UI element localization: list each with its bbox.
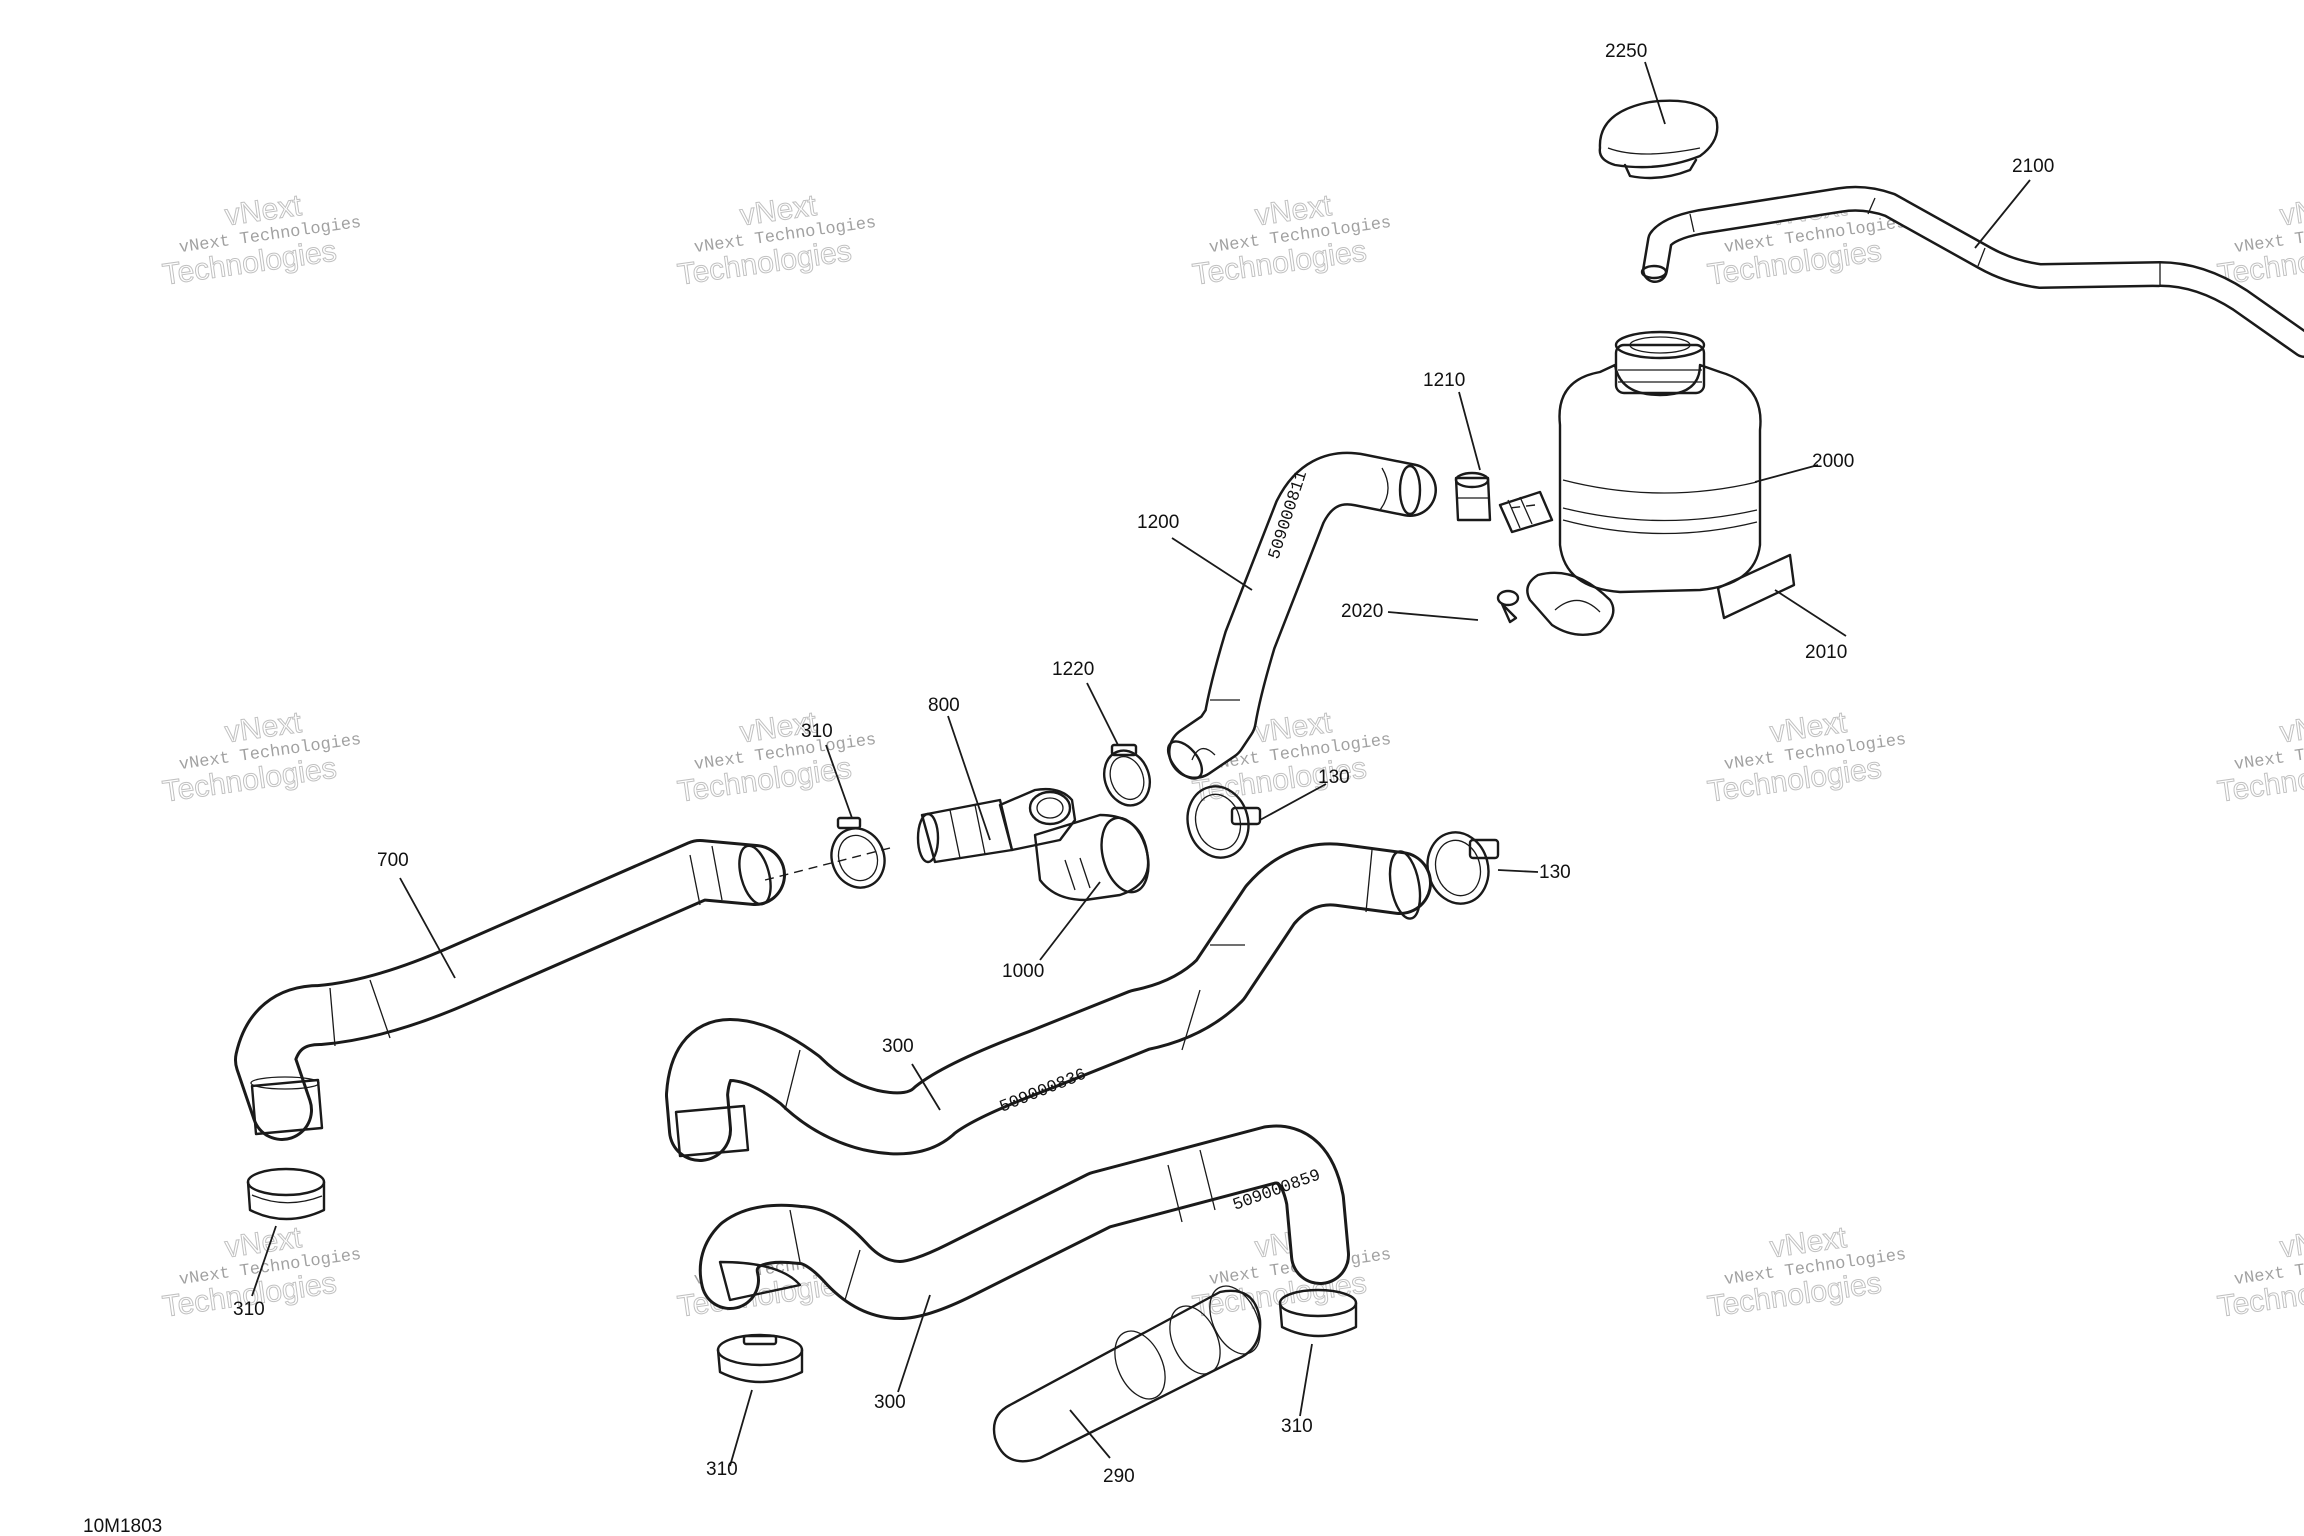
callout-1210: 1210 bbox=[1423, 370, 1465, 391]
watermark: vNext vNext Technologies Technologies bbox=[1705, 705, 1907, 809]
callout-310-top: 310 bbox=[801, 721, 833, 742]
watermark: vNext vNext Technologies Technologies bbox=[1705, 1220, 1907, 1324]
part-1210-clamp bbox=[1454, 471, 1492, 522]
callout-2020: 2020 bbox=[1341, 601, 1383, 622]
watermark: vNext vNext Technologies Technologies bbox=[675, 188, 877, 292]
part-700-hose bbox=[234, 839, 786, 1141]
callout-700: 700 bbox=[377, 850, 409, 871]
callout-2250: 2250 bbox=[1605, 41, 1647, 62]
part-2000-reservoir bbox=[1498, 330, 1762, 636]
callout-800: 800 bbox=[928, 695, 960, 716]
part-310-clamp-left bbox=[246, 1167, 326, 1221]
part-130-clamp-upper bbox=[1186, 785, 1262, 859]
part-2010-label bbox=[1716, 553, 1796, 620]
callouts: 2250 2100 1210 2000 1200 2020 2010 1220 … bbox=[233, 41, 2054, 1487]
callout-310-left: 310 bbox=[233, 1299, 265, 1320]
watermark: vNext vNext Technologies Technologies bbox=[160, 705, 362, 809]
watermark-outline-small: vNext bbox=[2278, 706, 2304, 749]
drawing-id: 10M1803 bbox=[83, 1516, 162, 1536]
callout-300-upper: 300 bbox=[882, 1036, 914, 1057]
part-1220-clamp bbox=[1103, 743, 1151, 807]
watermark-outline-small: vNext bbox=[2278, 189, 2304, 232]
watermark: vNext vNext Technologies Technologies bbox=[2215, 705, 2304, 809]
callout-1220: 1220 bbox=[1052, 659, 1094, 680]
watermark: vNext vNext Technologies Technologies bbox=[160, 188, 362, 292]
part-290-sleeve bbox=[992, 1285, 1262, 1463]
assembly-centerlines bbox=[764, 504, 1536, 881]
callout-1200: 1200 bbox=[1137, 512, 1179, 533]
callout-130-top: 130 bbox=[1318, 767, 1350, 788]
part-130-clamp-right bbox=[1426, 831, 1500, 905]
callout-2100: 2100 bbox=[2012, 156, 2054, 177]
part-310-clamp-bottom bbox=[716, 1333, 804, 1384]
part-2020-screw bbox=[1496, 589, 1520, 624]
watermark: vNext vNext Technologies Technologies bbox=[675, 705, 877, 809]
watermark: vNext vNext Technologies Technologies bbox=[2215, 1220, 2304, 1324]
part-310-clamp-right bbox=[1278, 1288, 1358, 1338]
part-300-hose-upper bbox=[665, 842, 1432, 1162]
part-800-1000-thermostat bbox=[916, 787, 1150, 902]
callout-290: 290 bbox=[1103, 1466, 1135, 1487]
part-2250-cap bbox=[1598, 99, 1719, 180]
callout-2010: 2010 bbox=[1805, 642, 1847, 663]
part-1200-hose bbox=[1166, 451, 1437, 780]
callout-310-right: 310 bbox=[1281, 1416, 1313, 1437]
callout-1000: 1000 bbox=[1002, 961, 1044, 982]
callout-300-lower: 300 bbox=[874, 1392, 906, 1413]
part-310-clamp-top bbox=[830, 816, 886, 889]
callout-130-right: 130 bbox=[1539, 862, 1571, 883]
part-2100-vent-hose bbox=[1640, 185, 2304, 358]
part-300-hose-lower bbox=[698, 1124, 1350, 1320]
leader-lines bbox=[251, 61, 2031, 1467]
watermark-outline-small: vNext bbox=[2278, 1221, 2304, 1264]
callout-310-bottom: 310 bbox=[706, 1459, 738, 1480]
watermark: vNext vNext Technologies Technologies bbox=[1190, 188, 1392, 292]
callout-2000: 2000 bbox=[1812, 451, 1854, 472]
watermark: vNext vNext Technologies Technologies bbox=[2215, 188, 2304, 292]
